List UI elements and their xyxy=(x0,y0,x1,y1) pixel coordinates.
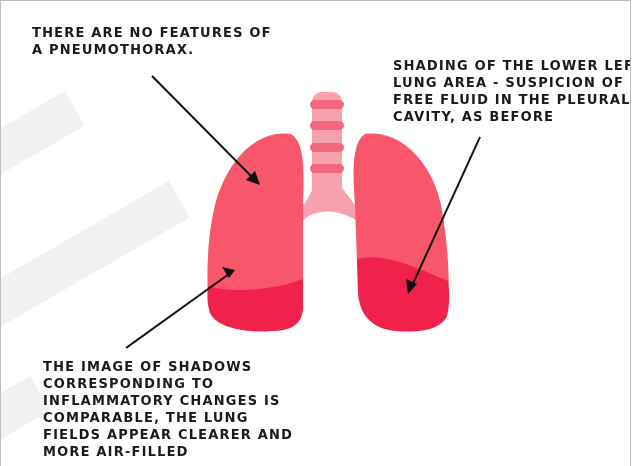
trachea-ring xyxy=(310,164,344,173)
annotation-line: THE IMAGE OF SHADOWS xyxy=(43,359,293,376)
trachea-ring xyxy=(310,121,344,130)
annotation-line: LUNG AREA - SUSPICION OF xyxy=(393,75,631,92)
annotation-line: INFLAMMATORY CHANGES IS xyxy=(43,393,293,410)
annotation-line: COMPARABLE, THE LUNG xyxy=(43,410,293,427)
annotation-line: CORRESPONDING TO xyxy=(43,376,293,393)
annotation-inflammatory-changes: THE IMAGE OF SHADOWS CORRESPONDING TO IN… xyxy=(43,359,293,461)
annotation-line: SHADING OF THE LOWER LEFT xyxy=(393,58,631,75)
annotation-line: A PNEUMOTHORAX. xyxy=(32,42,272,59)
annotation-no-pneumothorax: THERE ARE NO FEATURES OF A PNEUMOTHORAX. xyxy=(32,25,272,59)
annotation-line: THERE ARE NO FEATURES OF xyxy=(32,25,272,42)
trachea-ring xyxy=(310,143,344,152)
trachea-ring xyxy=(310,100,344,109)
bronchi-junction xyxy=(301,197,361,223)
annotation-line: CAVITY, AS BEFORE xyxy=(393,109,631,126)
arrow-no-pneumothorax xyxy=(152,76,255,180)
annotation-line: FREE FLUID IN THE PLEURAL xyxy=(393,92,631,109)
annotation-line: FIELDS APPEAR CLEARER AND xyxy=(43,427,293,444)
annotation-lower-left-shading: SHADING OF THE LOWER LEFT LUNG AREA - SU… xyxy=(393,58,631,126)
annotation-line: MORE AIR-FILLED xyxy=(43,444,293,461)
